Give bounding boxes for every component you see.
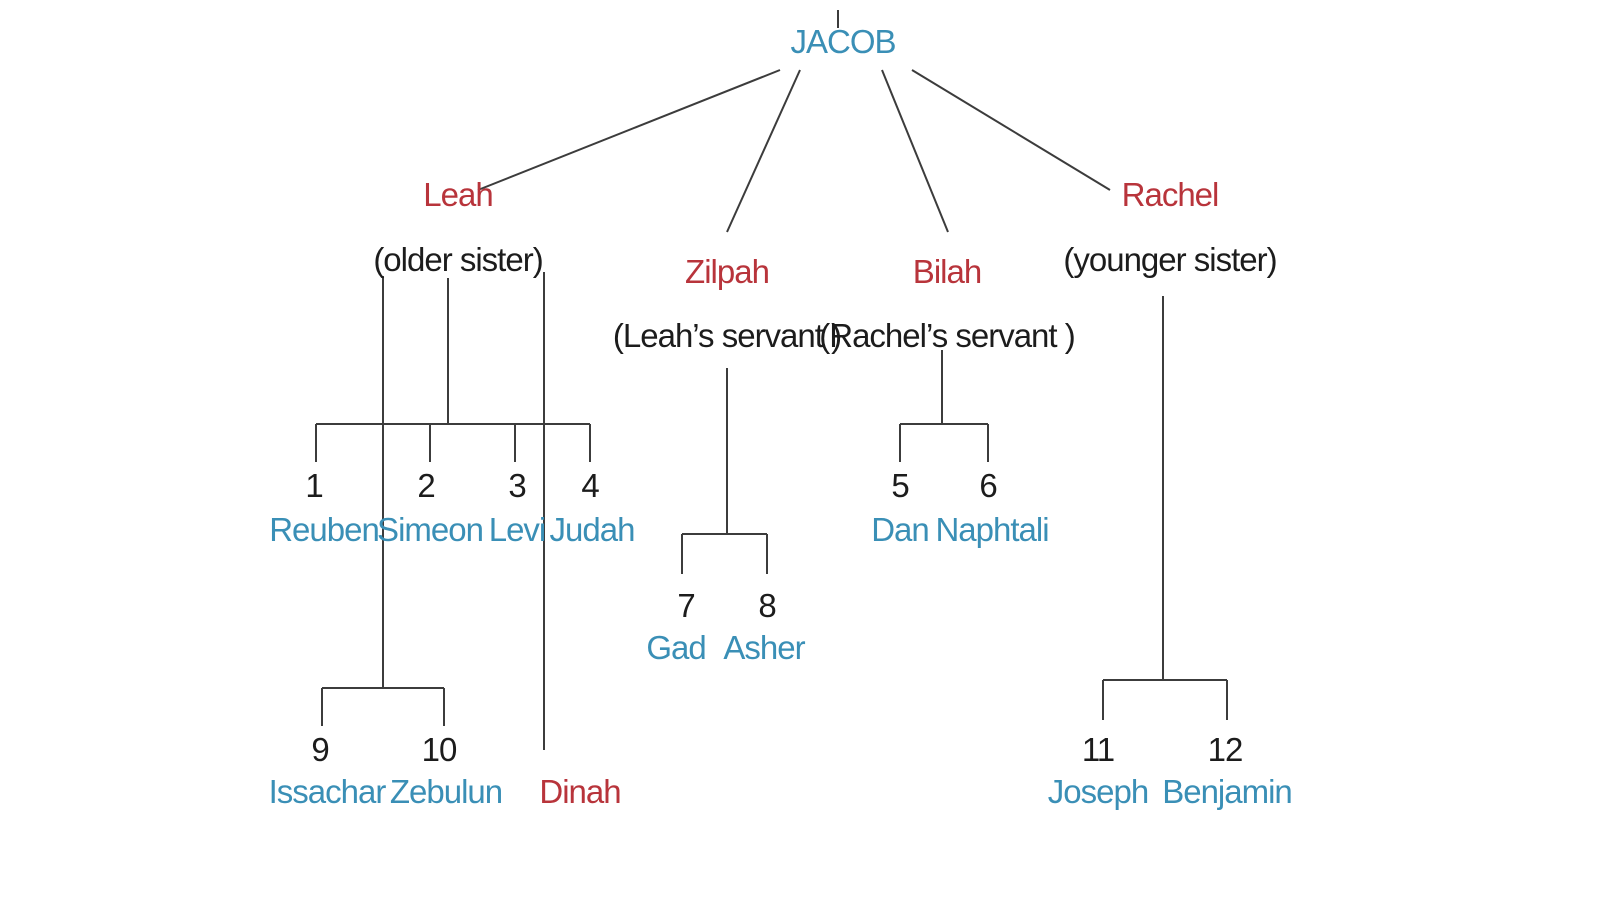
child-number: 11 [1081,731,1115,768]
child-judah: Judah [549,511,636,548]
child-number: 4 [581,467,599,504]
child-naphtali: Naphtali [935,511,1049,548]
line-jacob-bilah [881,69,949,233]
wife-leah: Leah [423,176,493,213]
child-reuben: Reuben [269,511,380,548]
wife-bilah: Bilah [912,253,982,290]
child-issachar: Issachar [268,773,387,810]
line-jacob-leah [477,69,781,191]
child-gad: Gad [646,629,706,666]
wife-leah-note: (older sister) [373,241,543,278]
child-number: 1 [305,467,323,504]
child-zebulun: Zebulun [389,773,503,810]
wife-rachel-note: (younger sister) [1063,241,1277,278]
daughter-dinah: Dinah [539,773,621,810]
child-number: 2 [417,467,435,504]
child-number: 5 [891,467,909,504]
child-number: 6 [979,467,997,504]
child-number: 10 [421,731,458,768]
child-number: 7 [677,587,695,624]
wife-bilah-note: (Rachel’s servant ) [819,317,1075,354]
child-simeon: Simeon [377,511,484,548]
root-jacob: JACOB [790,23,896,60]
child-number: 8 [758,587,776,624]
wife-zilpah: Zilpah [685,253,770,290]
child-number: 12 [1207,731,1244,768]
child-joseph: Joseph [1047,773,1149,810]
line-jacob-rachel [911,69,1111,191]
child-benjamin: Benjamin [1162,773,1293,810]
child-number: 3 [508,467,526,504]
wife-zilpah-note: (Leah’s servant ) [612,317,842,354]
child-levi: Levi [488,511,547,548]
wife-rachel: Rachel [1121,176,1220,213]
child-number: 9 [311,731,329,768]
line-jacob-zilpah [726,69,801,233]
child-dan: Dan [871,511,930,548]
child-asher: Asher [723,629,805,666]
